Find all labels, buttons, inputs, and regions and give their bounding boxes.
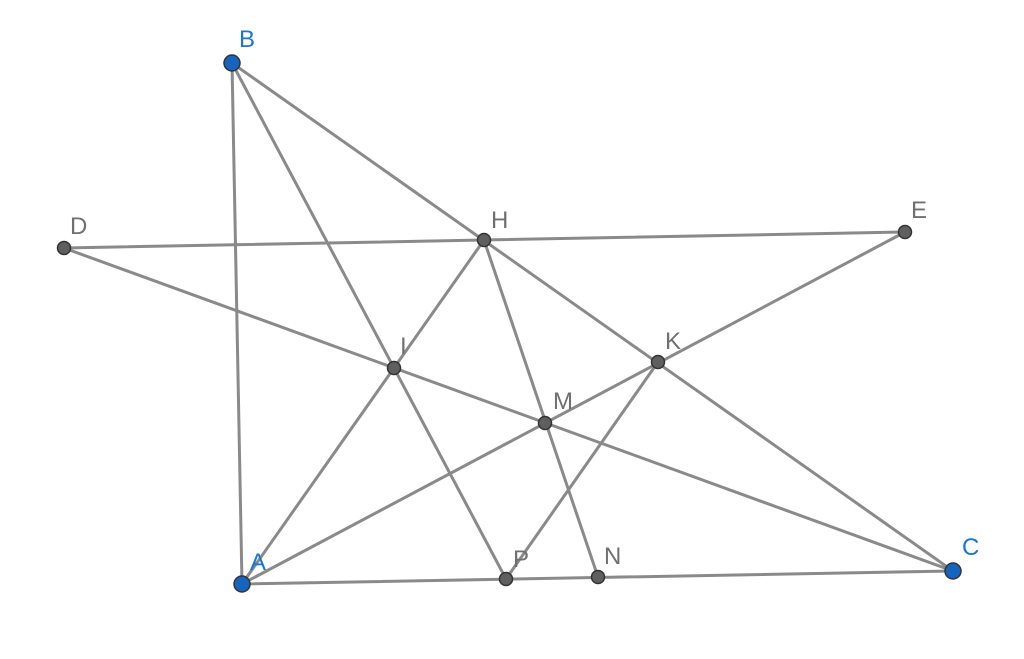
label-b: B: [239, 26, 255, 53]
label-e: E: [911, 197, 927, 224]
segment-ah: [240, 238, 486, 586]
segments-layer: [62, 61, 955, 586]
point-m: [537, 415, 553, 431]
label-p: P: [513, 546, 529, 573]
segment-bp: [230, 61, 508, 581]
label-m: M: [553, 388, 573, 415]
segment-hn: [482, 238, 600, 579]
point-k: [650, 354, 666, 370]
point-e: [897, 224, 913, 240]
label-a: A: [250, 549, 266, 576]
segment-dc: [62, 246, 955, 573]
label-i: I: [400, 333, 407, 360]
point-h: [476, 232, 492, 248]
labels-layer: A B C D E H I K M N P: [70, 26, 979, 576]
segment-ae: [240, 230, 907, 586]
label-k: K: [665, 328, 681, 355]
point-d: [56, 240, 72, 256]
point-n: [590, 569, 606, 585]
segment-kp: [504, 360, 660, 581]
point-i: [386, 360, 402, 376]
point-b: [223, 54, 241, 72]
label-n: N: [604, 543, 621, 570]
point-c: [944, 562, 962, 580]
point-p: [498, 571, 514, 587]
point-a: [233, 575, 251, 593]
label-h: H: [491, 207, 508, 234]
points-layer: [56, 54, 962, 593]
label-d: D: [70, 213, 87, 240]
label-c: C: [962, 534, 979, 561]
segment-bc: [230, 61, 955, 573]
segment-ab: [230, 61, 244, 586]
